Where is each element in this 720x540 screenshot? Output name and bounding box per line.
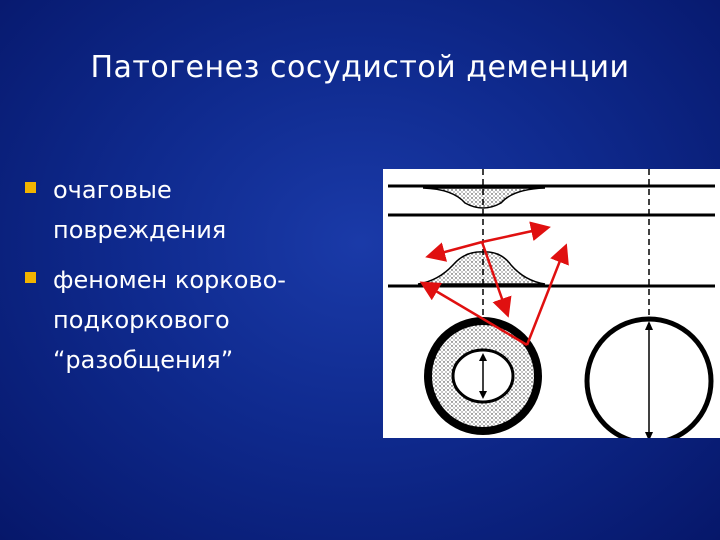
bullet-text: очаговые повреждения (53, 176, 227, 244)
plaque-shape (417, 251, 546, 285)
plaque-shape (422, 187, 546, 209)
arrowhead-icon (479, 391, 487, 399)
arrowhead-icon (645, 321, 653, 330)
slide-title: Патогенез сосудистой деменции (90, 50, 630, 85)
vessel-diagram-svg (388, 169, 715, 446)
bullet-list: очаговые повреждения феномен корково- по… (25, 170, 355, 390)
bullet-item: феномен корково- подкоркового “разобщени… (25, 260, 355, 380)
bullet-item: очаговые повреждения (25, 170, 355, 250)
bullet-text: феномен корково- подкоркового “разобщени… (53, 266, 286, 374)
vessel-diagram (383, 169, 720, 446)
arrowhead-icon (645, 432, 653, 441)
square-bullet-icon (25, 272, 36, 283)
arrowhead-icon (479, 353, 487, 361)
square-bullet-icon (25, 182, 36, 193)
